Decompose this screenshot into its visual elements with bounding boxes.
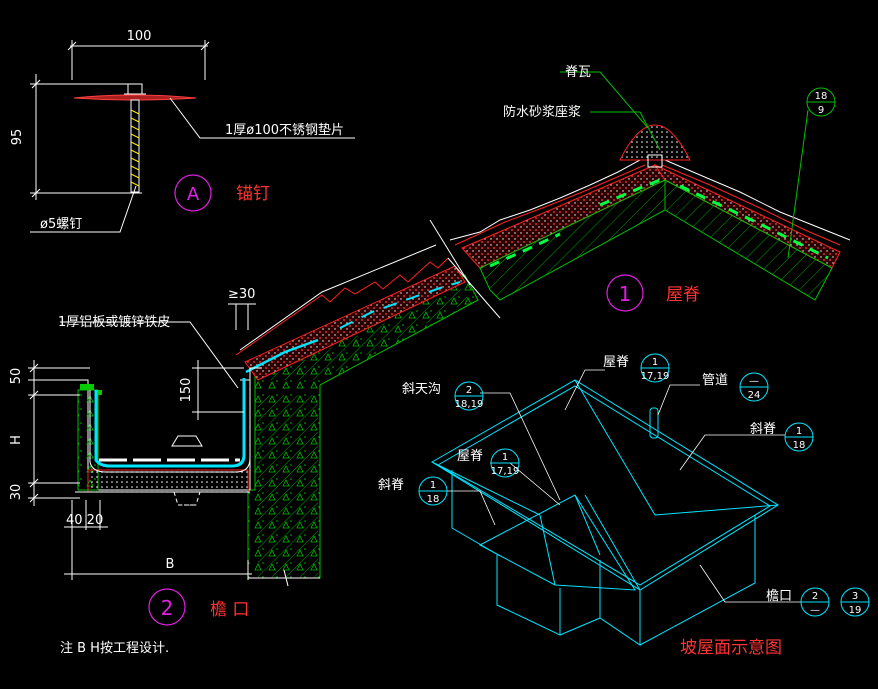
- callout-ridge-mid-num: 1: [502, 452, 508, 463]
- callout-hip-left-num: 1: [430, 480, 436, 491]
- callout-hip-right-num: 1: [796, 426, 802, 437]
- pad-label: 1厚ø100不锈钢垫片: [225, 122, 344, 138]
- detail-2-marker: 2: [161, 596, 174, 620]
- detail-a-marker-circle: [174, 174, 212, 212]
- callout-eave-ref1-num: 2: [812, 591, 818, 602]
- callout-hip-left-label: 斜脊: [378, 478, 404, 493]
- callout-ridge-top-page: 17,19: [641, 371, 670, 382]
- callout-valley-page: 18,19: [455, 399, 484, 410]
- dim-4020: 40 20: [66, 513, 103, 528]
- dim-30-top: ≥30: [228, 287, 255, 302]
- dim-50: 50: [9, 368, 24, 385]
- callout-ridge-mid-label: 屋脊: [457, 449, 483, 464]
- dim-30: 30: [9, 484, 24, 501]
- roof-plan: [418, 353, 870, 646]
- sheet-label: 1厚铝板或镀锌铁皮: [58, 314, 170, 330]
- callout-pipe-label: 管道: [702, 373, 728, 388]
- detail-2-title: 檐 口: [210, 600, 249, 620]
- callout-eave-ref2-num: 3: [852, 591, 858, 602]
- detail-a: A: [30, 40, 355, 233]
- ridge-tile-label: 脊瓦: [565, 65, 591, 80]
- callout-valley-num: 2: [466, 385, 472, 396]
- callout-ridge-top-num: 1: [652, 357, 658, 368]
- mortar-label: 防水砂浆座浆: [503, 104, 581, 120]
- callout-eave-label: 檐口: [766, 589, 792, 604]
- dim-height-label: 95: [10, 129, 25, 146]
- detail-a-title: 锚钉: [236, 184, 270, 204]
- callout-hip-left-page: 18: [427, 494, 440, 505]
- callout-pipe-page: 24: [748, 390, 761, 401]
- ref-bottom: 9: [818, 105, 824, 116]
- dim-width-label: 100: [127, 29, 152, 44]
- detail-1: 1: [449, 71, 851, 312]
- roof-plan-title: 坡屋面示意图: [680, 638, 782, 658]
- dim-h: H: [9, 435, 24, 445]
- callout-eave-ref2-page: 19: [849, 605, 862, 616]
- ref-top: 18: [815, 91, 828, 102]
- detail-a-marker: A: [187, 184, 200, 205]
- callout-pipe-num: —: [749, 376, 759, 387]
- detail-2: 2: [28, 219, 501, 626]
- callout-hip-right-page: 18: [793, 440, 806, 451]
- callout-valley-label: 斜天沟: [402, 382, 441, 397]
- callout-ridge-top-label: 屋脊: [603, 355, 629, 370]
- dim-150: 150: [179, 378, 194, 403]
- callout-hip-right-label: 斜脊: [750, 422, 776, 437]
- detail-1-title: 屋脊: [666, 285, 700, 305]
- note: 注 B H按工程设计.: [60, 641, 169, 656]
- screw-label: ø5螺钉: [40, 217, 82, 232]
- callout-eave-ref1-page: —: [810, 605, 820, 616]
- detail-1-marker: 1: [619, 282, 632, 306]
- callout-ridge-mid-page: 17,19: [491, 466, 520, 477]
- dim-b: B: [166, 557, 175, 572]
